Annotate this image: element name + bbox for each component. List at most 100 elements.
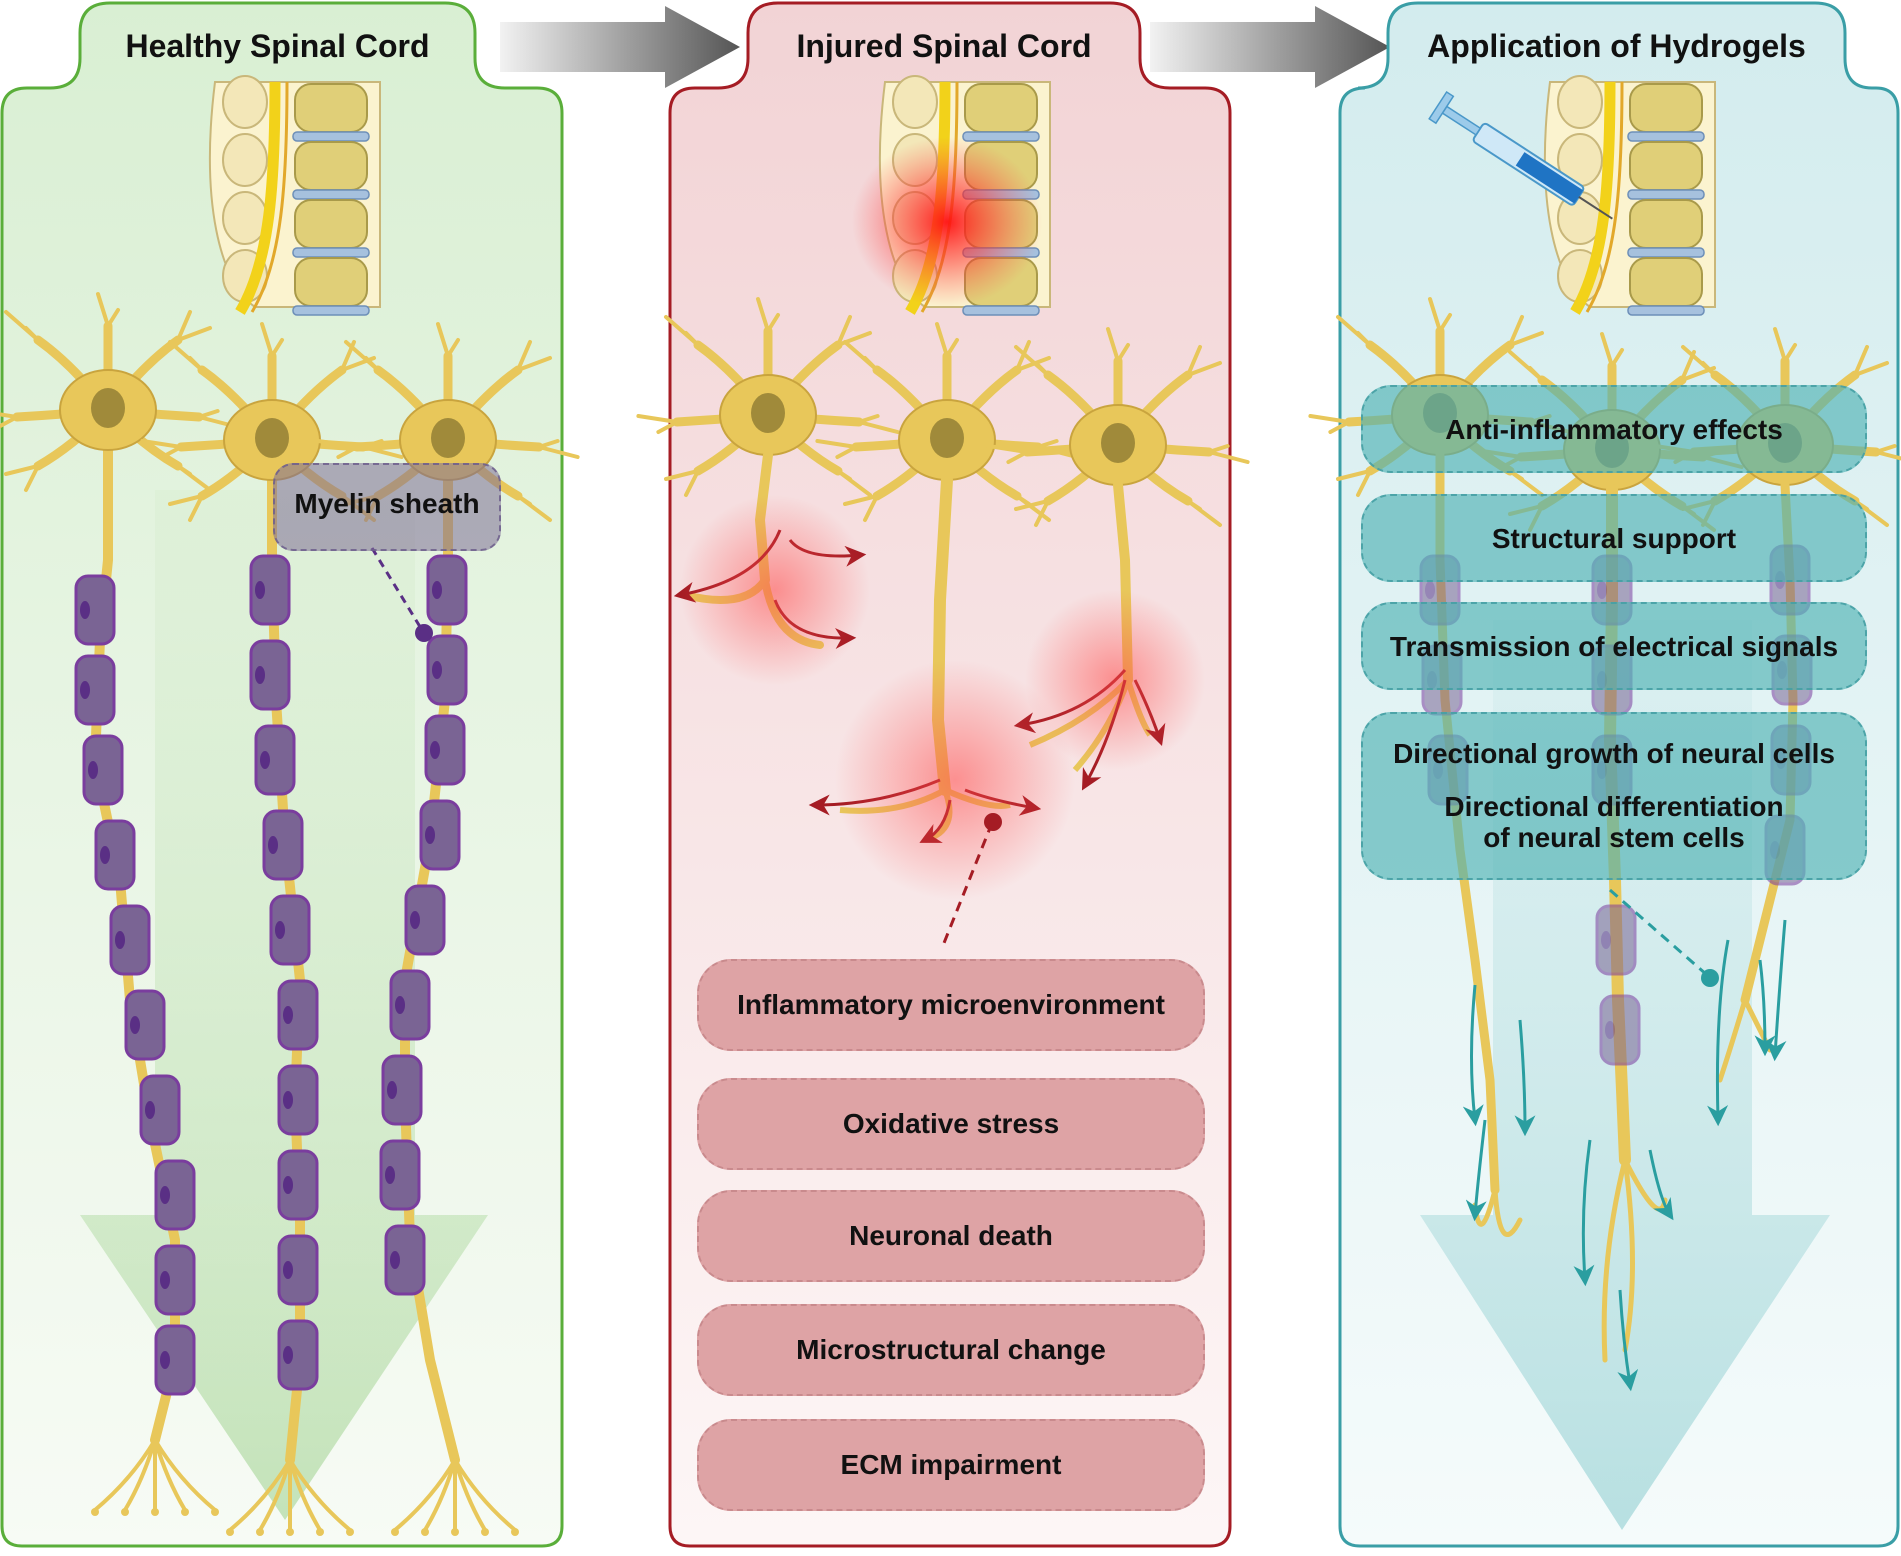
dendrite-branch (1853, 345, 1889, 377)
nucleus (431, 418, 465, 458)
pathology-pill-oxidative: Oxidative stress (697, 1078, 1205, 1170)
facet-joint (892, 75, 938, 129)
effect-label: Anti-inflammatory effects (1445, 413, 1783, 445)
schwann-nucleus (387, 1081, 397, 1099)
growth-direction-arrow (1648, 1149, 1674, 1221)
syringe-needle (1578, 196, 1613, 220)
schwann-cell (254, 724, 296, 796)
synaptic-bouton (226, 1528, 234, 1536)
vertebra (1629, 141, 1703, 191)
transition-arrow-2 (1150, 6, 1390, 88)
myelin-segment (1595, 904, 1637, 976)
schwann-cell (426, 554, 468, 626)
schwann-cell (249, 554, 291, 626)
dendrite-branch (344, 340, 380, 372)
schwann-cell (277, 1234, 319, 1306)
syringe-handle (1428, 90, 1455, 125)
schwann-cell (277, 1319, 319, 1391)
schwann-nucleus (145, 1101, 155, 1119)
schwann-nucleus (160, 1271, 170, 1289)
hydrogel-panel-title: Application of Hydrogels (1427, 28, 1806, 64)
schwann-nucleus (275, 921, 285, 939)
schwann-cell (424, 714, 466, 786)
effect-label: of neural stem cells (1483, 822, 1745, 853)
injury-glow (1025, 590, 1205, 770)
synaptic-bouton (346, 1528, 354, 1536)
hydrogel-callout-line (1609, 888, 1708, 977)
spinal-cord-edge (250, 81, 289, 313)
injured-panel-title: Injured Spinal Cord (796, 28, 1092, 64)
dendrite-branch (935, 322, 959, 358)
myelin-segment (426, 634, 468, 706)
regrowing-fiber (1601, 1157, 1628, 1363)
synaptic-bouton (316, 1528, 324, 1536)
pathology-pill-microstructural: Microstructural change (697, 1304, 1205, 1396)
spine-illustration (209, 75, 381, 316)
schwann-cell (94, 819, 136, 891)
pathology-label: Microstructural change (796, 1334, 1106, 1365)
vertebra (964, 83, 1038, 133)
dendrite-branch (316, 439, 359, 459)
schwann-cell (109, 904, 151, 976)
dendrite-branch (1336, 469, 1372, 497)
schwann-nucleus (260, 751, 270, 769)
synaptic-bouton (151, 1508, 159, 1516)
myelin-segment (277, 1149, 319, 1221)
dendrite-branch (516, 340, 552, 372)
schwann-nucleus (432, 581, 442, 599)
pathology-label: Oxidative stress (842, 1108, 1060, 1139)
synaptic-bouton (91, 1508, 99, 1516)
growth-direction-arrow (1465, 1119, 1487, 1222)
myelin-segment (154, 1244, 196, 1316)
dendrite-branch (1014, 345, 1050, 377)
transition-arrow-1 (500, 6, 740, 88)
vertebra (294, 199, 368, 249)
dendrite-branch (836, 469, 872, 497)
vertebra (294, 257, 368, 307)
dendrite-branch (1681, 345, 1717, 377)
facet-joint (222, 75, 268, 129)
terminal-branch (258, 1458, 292, 1532)
facet-joint (1557, 75, 1603, 129)
myelin-callout-dot (415, 624, 433, 642)
schwann-nucleus (395, 996, 405, 1014)
dendrite-branch (96, 292, 120, 328)
schwann-cell (74, 574, 116, 646)
nucleus (930, 418, 964, 458)
spinal-cord-line (235, 81, 281, 315)
growth-direction-arrow (1707, 939, 1730, 1127)
dendrite-branch (516, 494, 552, 522)
synaptic-bouton (286, 1528, 294, 1536)
schwann-cell (381, 1054, 423, 1126)
schwann-nucleus (100, 846, 110, 864)
regrowing-fiber (1622, 1157, 1635, 1353)
effect-band-directional-growth: Directional growth of neural cells Direc… (1361, 712, 1867, 880)
dendrite-branch (664, 315, 700, 347)
schwann-nucleus (410, 911, 420, 929)
schwann-nucleus (432, 661, 442, 679)
dendrite-branch (1207, 444, 1250, 464)
myelin-segment (424, 714, 466, 786)
regrowing-fiber (1717, 997, 1748, 1083)
myelin-segment (384, 1224, 426, 1296)
schwann-nucleus (268, 836, 278, 854)
dendrite-branch (537, 439, 580, 459)
neuron-soma (0, 292, 240, 492)
myelin-sheath-callout (273, 463, 501, 551)
schwann-cell (249, 639, 291, 711)
effect-label: Directional growth of neural cells (1393, 738, 1835, 769)
schwann-nucleus (130, 1016, 140, 1034)
myelin-segment (109, 904, 151, 976)
dendrite-branch (1186, 345, 1222, 377)
dendrite-branch (4, 310, 40, 342)
axon-terminal (226, 1458, 354, 1536)
schwann-nucleus (385, 1166, 395, 1184)
schwann-nucleus (283, 1091, 293, 1109)
myelin-segment (426, 554, 468, 626)
schwann-nucleus (1597, 581, 1607, 599)
dendrite-branch (843, 340, 879, 372)
schwann-nucleus (1605, 1021, 1615, 1039)
dendrite-branch (260, 322, 284, 358)
growth-direction-arrow (1514, 1019, 1536, 1137)
dendrite-branch (0, 412, 19, 429)
